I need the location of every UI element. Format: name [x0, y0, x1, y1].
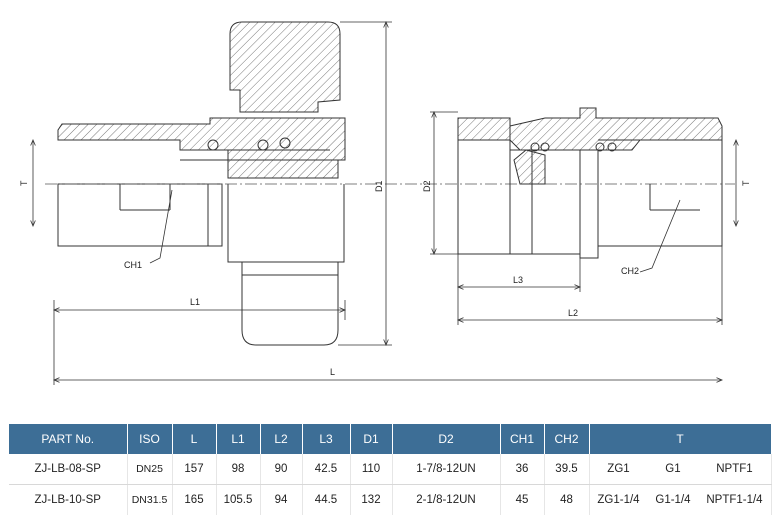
header-part-no: PART No.	[9, 424, 128, 454]
cell-l3: 44.5	[302, 484, 351, 515]
label-t-right: T	[741, 180, 751, 186]
cell-part-no: ZJ-LB-08-SP	[9, 454, 128, 485]
cell-l2: 90	[260, 454, 303, 485]
upper-body	[57, 117, 346, 179]
label-d2: D2	[422, 180, 432, 192]
header-d1: D1	[350, 424, 393, 454]
label-l1: L1	[190, 297, 200, 307]
lower-body	[57, 183, 209, 247]
cell-ch1: 36	[500, 454, 545, 485]
cell-ch1: 45	[500, 484, 545, 515]
cell-l3: 42.5	[302, 454, 351, 485]
cell-t-zg: ZG1-1/4	[597, 494, 640, 506]
header-ch2: CH2	[544, 424, 590, 454]
table-row: ZJ-LB-10-SP DN31.5 165 105.5 94 44.5 132…	[9, 484, 772, 515]
left-coupling	[57, 21, 346, 346]
cell-d2: 1-7/8-12UN	[392, 454, 501, 485]
right-dimensions	[430, 112, 736, 325]
table-row: ZJ-LB-08-SP DN25 157 98 90 42.5 110 1-7/…	[9, 454, 772, 485]
label-l: L	[330, 367, 335, 377]
cell-t-g: G1-1/4	[655, 494, 691, 506]
cell-t-nptf: NPTF1	[716, 463, 753, 475]
cell-l: 157	[172, 454, 217, 485]
valve-cap	[229, 21, 341, 113]
cell-l: 165	[172, 484, 217, 515]
cell-t-nptf: NPTF1-1/4	[706, 494, 763, 506]
header-ch1: CH1	[500, 424, 545, 454]
cell-t: ZG1 G1 NPTF1	[589, 454, 772, 485]
cell-ch2: 48	[544, 484, 590, 515]
right-coupling	[457, 107, 723, 259]
label-l2: L2	[568, 308, 578, 318]
cell-iso: DN25	[127, 454, 173, 485]
technical-drawing: T CH1 L1 D1 L D2 L3 L2 T CH2	[19, 0, 751, 385]
spec-table: PART No. ISO L L1 L2 L3 D1 D2 CH1 CH2 T …	[9, 424, 772, 515]
plug-nose	[513, 149, 546, 185]
label-t-left: T	[19, 180, 29, 186]
cell-l1: 98	[216, 454, 261, 485]
cell-d2: 2-1/8-12UN	[392, 484, 501, 515]
label-ch1: CH1	[124, 260, 142, 270]
cell-t-zg: ZG1	[607, 463, 630, 475]
header-iso: ISO	[127, 424, 173, 454]
header-l1: L1	[216, 424, 261, 454]
cell-t: ZG1-1/4 G1-1/4 NPTF1-1/4	[589, 484, 772, 515]
label-l3: L3	[513, 275, 523, 285]
valve-stem	[227, 184, 345, 346]
cell-l2: 94	[260, 484, 303, 515]
header-t: T	[589, 424, 772, 454]
label-d1: D1	[374, 180, 384, 192]
left-dimensions	[33, 22, 722, 385]
cell-l1: 105.5	[216, 484, 261, 515]
header-l3: L3	[302, 424, 351, 454]
cell-t-g: G1	[665, 463, 681, 475]
header-l: L	[172, 424, 217, 454]
header-d2: D2	[392, 424, 501, 454]
table-header-row: PART No. ISO L L1 L2 L3 D1 D2 CH1 CH2 T	[9, 424, 772, 454]
cell-ch2: 39.5	[544, 454, 590, 485]
cell-part-no: ZJ-LB-10-SP	[9, 484, 128, 515]
header-l2: L2	[260, 424, 303, 454]
cell-d1: 132	[350, 484, 393, 515]
cell-d1: 110	[350, 454, 393, 485]
cell-iso: DN31.5	[127, 484, 173, 515]
label-ch2: CH2	[621, 266, 639, 276]
plug-upper-body	[457, 107, 723, 151]
